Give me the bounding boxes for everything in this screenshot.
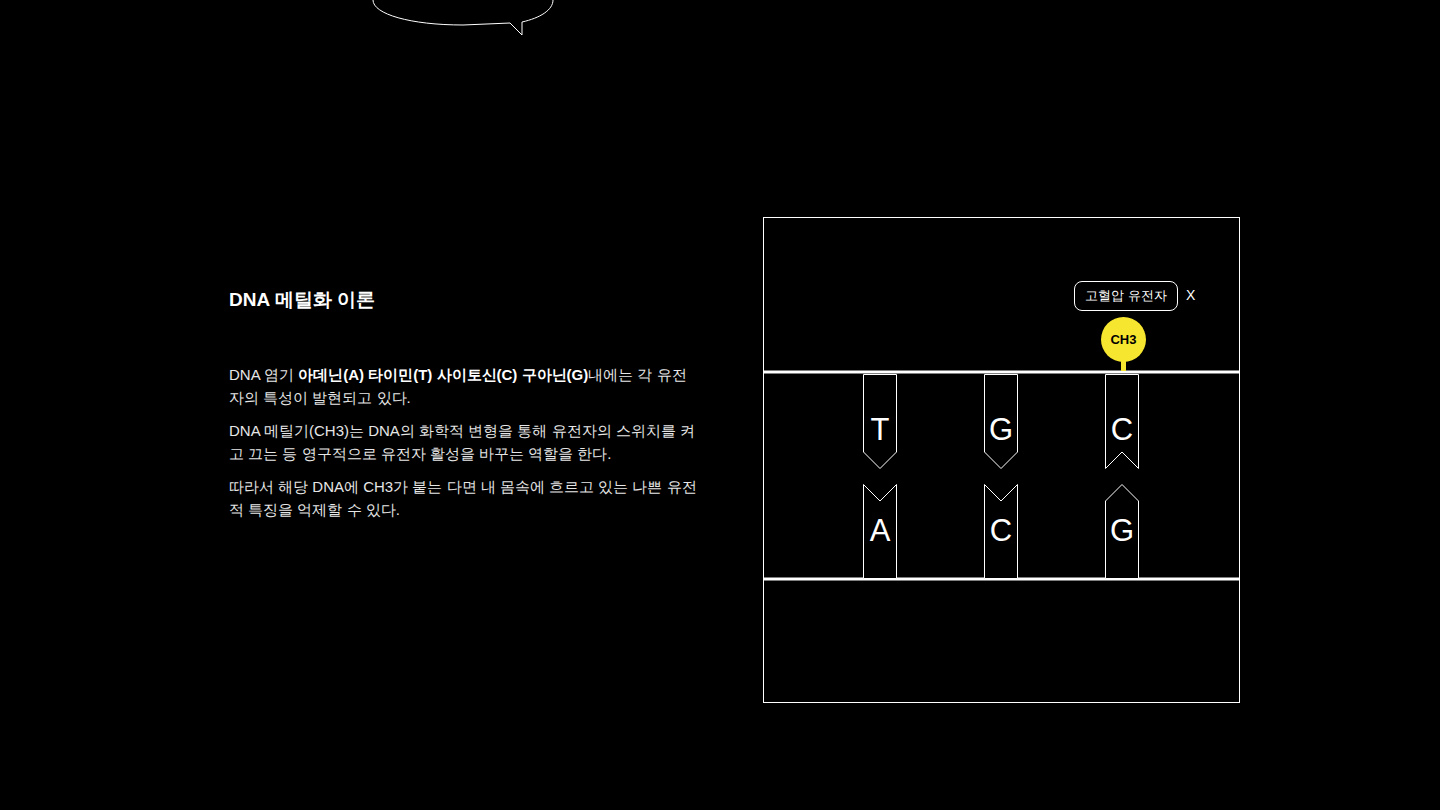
base-pentagon: C: [1105, 374, 1139, 469]
base-letter: T: [863, 413, 897, 447]
methyl-circle: CH3: [1101, 317, 1146, 362]
base-outline-shape: [864, 375, 897, 469]
close-mark: X: [1186, 286, 1195, 304]
base-pentagon: G: [1105, 484, 1139, 579]
base-outline-shape: [864, 485, 897, 579]
base-letter: C: [984, 514, 1018, 548]
dna-strand: [764, 371, 1239, 374]
node-label: 고혈압 유전자: [1085, 288, 1167, 303]
speech-bubble: [373, 0, 553, 35]
base-outline-shape: [985, 375, 1018, 469]
diagram-frame: [764, 218, 1240, 703]
base-outline-shape: [1106, 375, 1139, 469]
body-text: DNA 염기: [229, 366, 294, 383]
base-pentagon: T: [863, 374, 897, 469]
paragraph: 따라서 해당 DNA에 CH3가 붙는 다면 내 몸속에 흐르고 있는 나쁜 유…: [229, 475, 699, 521]
base-letter: G: [984, 413, 1018, 447]
paragraph: DNA 메틸기(CH3)는 DNA의 화학적 변형을 통해 유전자의 스위치를 …: [229, 419, 699, 465]
base-letter: C: [1105, 413, 1139, 447]
heading: DNA 메틸화 이론: [229, 288, 375, 312]
base-letter: G: [1105, 514, 1139, 548]
base-letter: A: [863, 514, 897, 548]
base-pentagon: G: [984, 374, 1018, 469]
emphasis-text: 아데닌(A) 타이민(T) 사이토신(C) 구아닌(G): [298, 366, 588, 383]
node-label: CH3: [1110, 332, 1136, 347]
base-outline-shape: [985, 485, 1018, 579]
paragraph: DNA 염기아데닌(A) 타이민(T) 사이토신(C) 구아닌(G)내에는 각 …: [229, 363, 699, 409]
base-outline-shape: [1106, 485, 1139, 579]
base-pentagon: A: [863, 484, 897, 579]
gene-tag: 고혈압 유전자: [1074, 281, 1178, 311]
base-pentagon: C: [984, 484, 1018, 579]
